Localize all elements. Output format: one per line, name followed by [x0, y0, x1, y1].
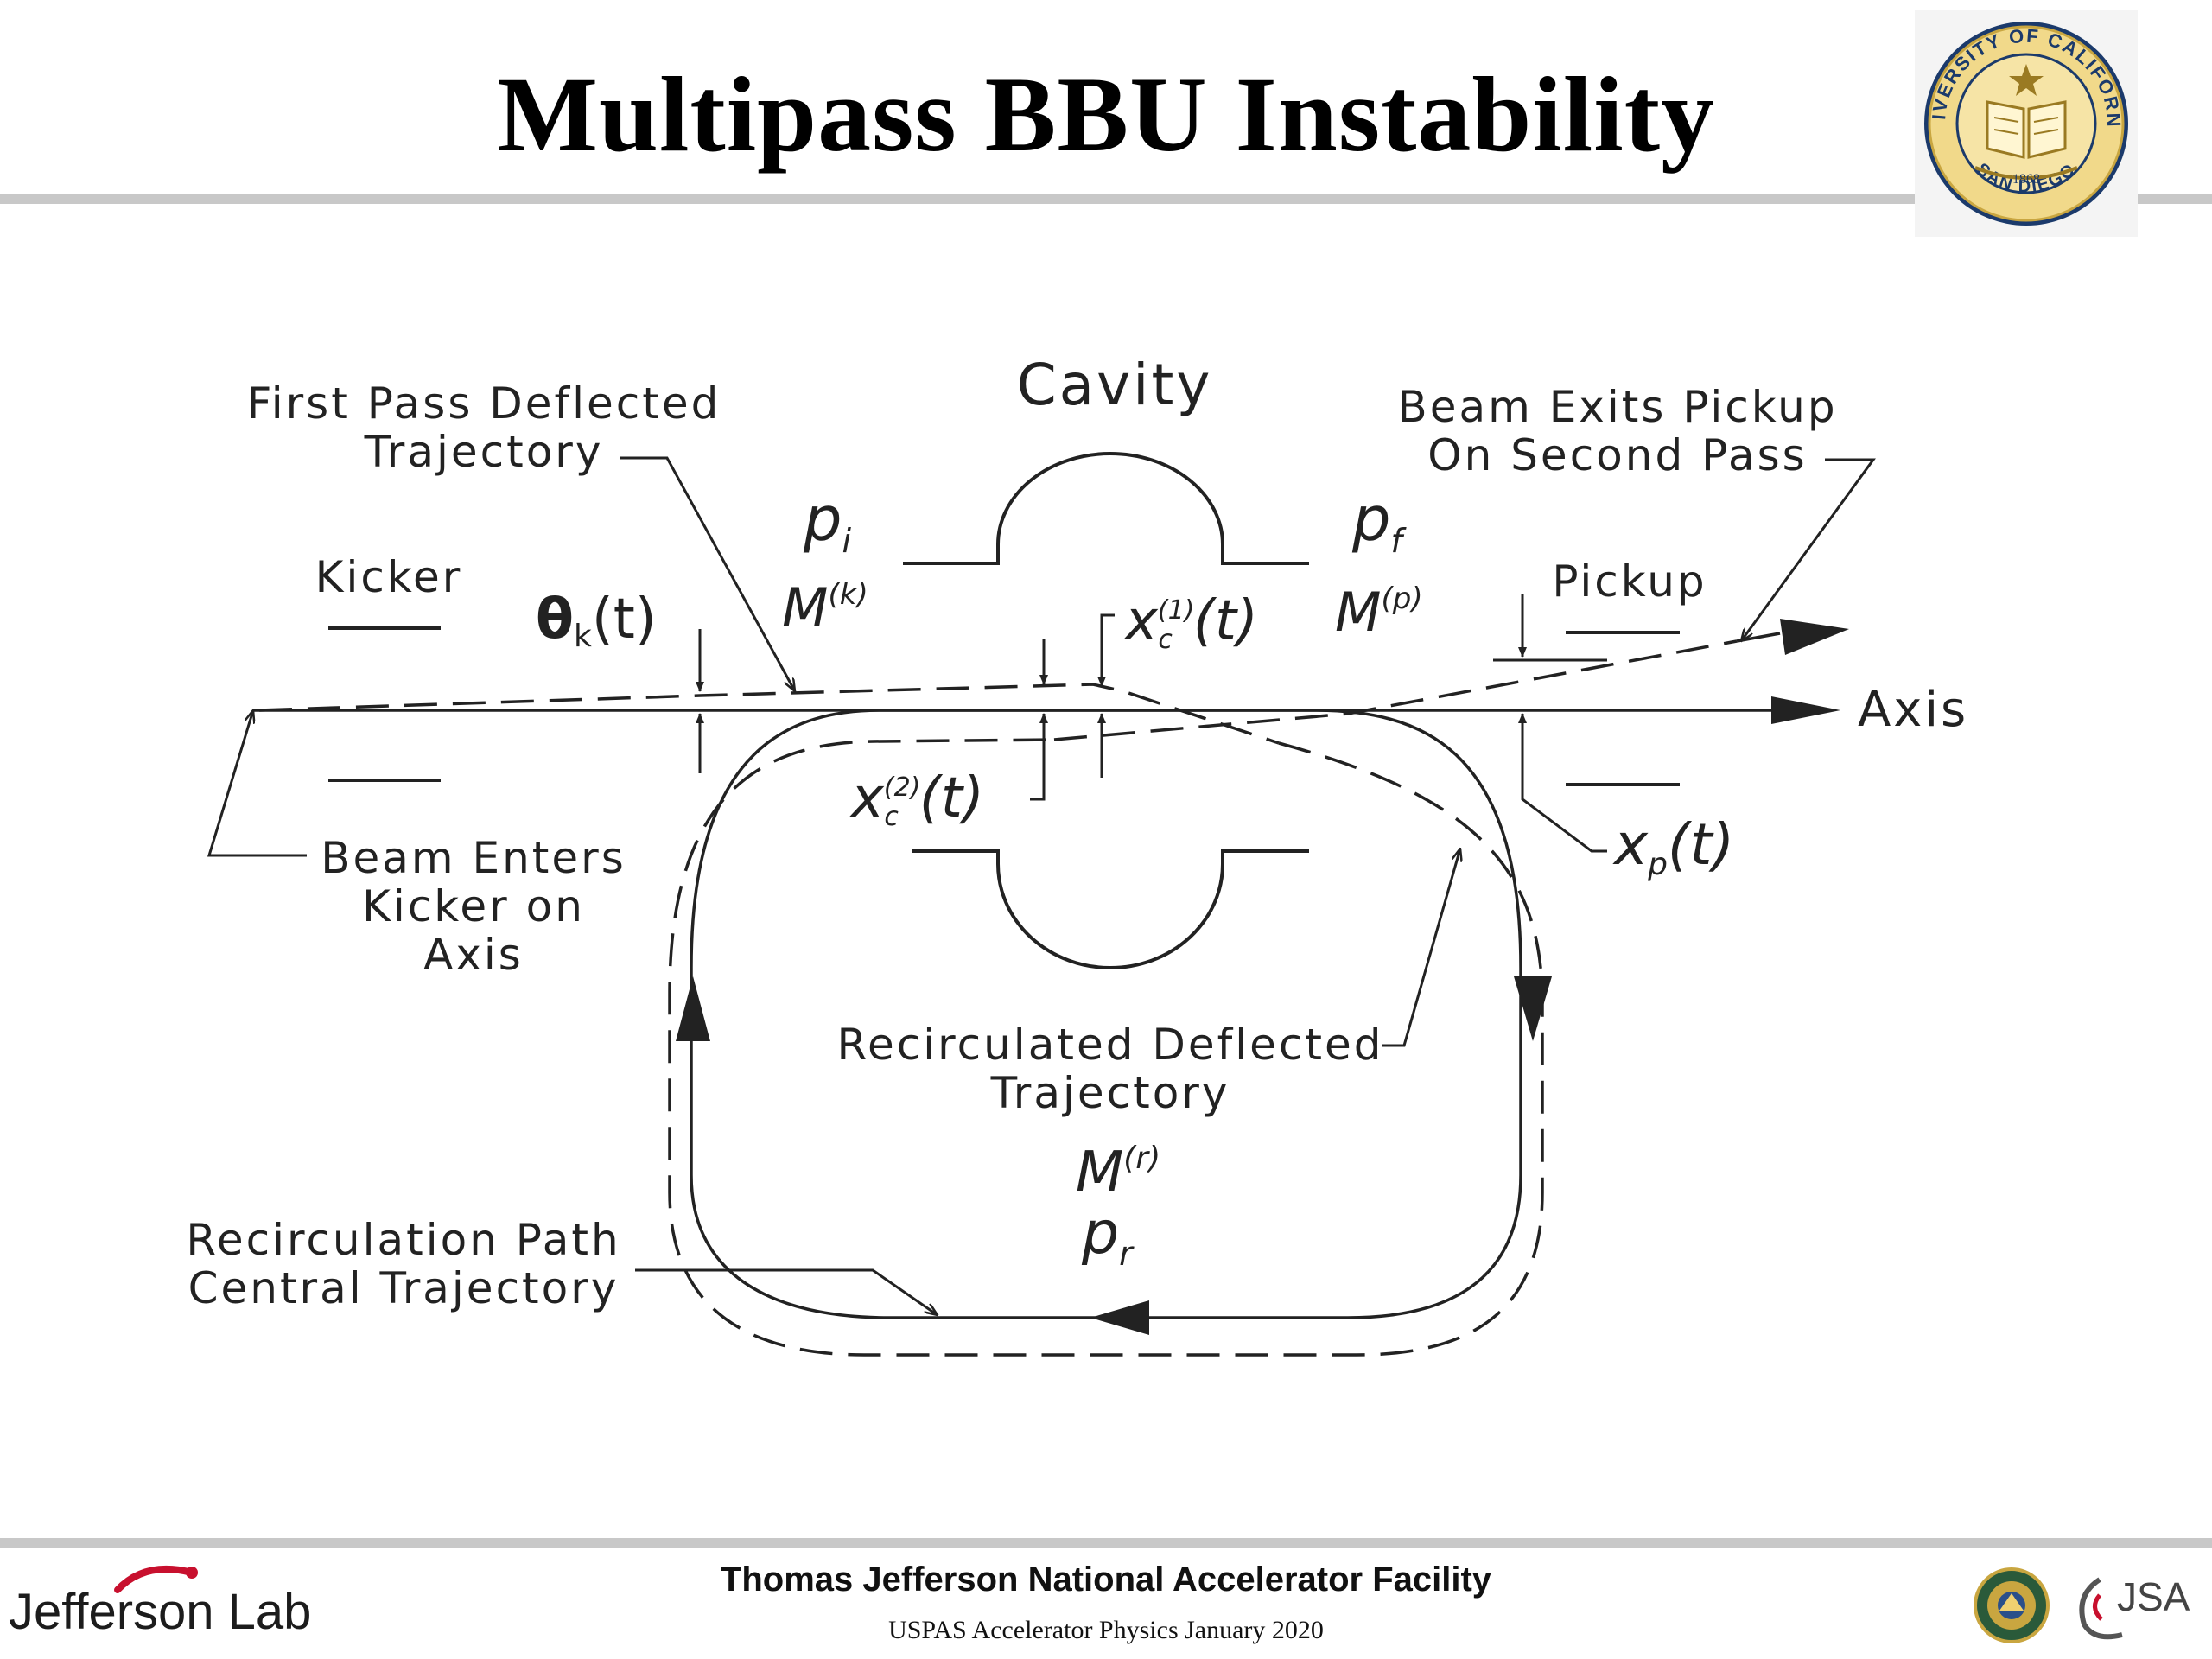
axis-arrowhead: [1771, 696, 1840, 724]
slide-title: Multipass BBU Instability: [496, 55, 1715, 174]
recirc-path-leader: [635, 1268, 938, 1315]
doe-jsa-logos: JSA: [1974, 1567, 2190, 1643]
second-pass-exit-trajectory: [1053, 639, 1738, 741]
beam-enters-label-3: Axis: [423, 930, 524, 980]
recirculated-deflected-trajectory: [668, 738, 1544, 1357]
recirc-deflected-label-1: Recirculated Deflected: [837, 1020, 1384, 1070]
exit-arrowhead: [1780, 619, 1849, 655]
first-pass-leader: [620, 456, 795, 691]
xp-symbol: xp(t): [1612, 811, 1734, 882]
xc1-symbol: x(1)c(t): [1123, 589, 1258, 655]
jefferson-lab-logo: [114, 1565, 198, 1593]
pickup-label: Pickup: [1552, 556, 1707, 607]
footer-course: USPAS Accelerator Physics January 2020: [888, 1616, 1324, 1644]
beam-exits-leader: [1741, 458, 1876, 641]
beam-enters-label-1: Beam Enters: [321, 833, 626, 883]
m-r-symbol: M(r): [1076, 1141, 1160, 1205]
m-p-symbol: M(p): [1335, 581, 1423, 644]
uc-seal-logo: UNIVERSITY OF CALIFORNIA SAN DIEGO 1868: [1915, 10, 2138, 237]
svg-text:JSA: JSA: [2117, 1574, 2190, 1619]
jsa-logo-icon: JSA: [2079, 1574, 2190, 1640]
recirc-deflected-label-2: Trajectory: [990, 1068, 1230, 1118]
kicker-label: Kicker: [315, 552, 463, 602]
first-pass-label-1: First Pass Deflected: [247, 378, 721, 429]
cavity-upper-profile: [903, 452, 1309, 565]
first-pass-label-2: Trajectory: [364, 427, 604, 477]
cavity-lower-profile: [912, 849, 1309, 969]
axis-label: Axis: [1858, 682, 1968, 738]
footer-rule: [0, 1538, 2212, 1548]
cavity-label: Cavity: [1017, 352, 1213, 418]
footer-org-name: Thomas Jefferson National Accelerator Fa…: [720, 1560, 1492, 1599]
beam-exits-label-2: On Second Pass: [1427, 430, 1808, 480]
recirc-deflected-leader: [1382, 849, 1460, 1047]
recirculation-central-trajectory: [690, 709, 1522, 1319]
beam-enters-leader: [207, 710, 307, 857]
recirc-path-label-2: Central Trajectory: [188, 1263, 620, 1313]
loop-arrow-right-down: [1514, 976, 1552, 1041]
beam-exits-label-1: Beam Exits Pickup: [1397, 382, 1837, 432]
loop-arrow-left-up: [676, 976, 710, 1041]
p-f-symbol: pf: [1351, 484, 1407, 560]
xc2-symbol: x(2)c(t): [849, 766, 984, 832]
p-i-symbol: pi: [803, 484, 851, 560]
first-pass-deflected-trajectory: [258, 683, 1280, 745]
header-rule: [0, 194, 2212, 204]
svg-text:1868: 1868: [2012, 172, 2040, 187]
beam-enters-label-2: Kicker on: [362, 881, 585, 931]
recirc-path-label-1: Recirculation Path: [186, 1215, 620, 1265]
jefferson-lab-wordmark: Jefferson Lab: [9, 1584, 312, 1640]
m-k-symbol: M(k): [782, 576, 868, 639]
p-r-symbol: pr: [1081, 1199, 1135, 1273]
loop-arrow-bottom-left: [1090, 1300, 1149, 1335]
theta-k-symbol: θk(t): [536, 588, 657, 654]
doe-seal-icon: [1974, 1567, 2050, 1643]
